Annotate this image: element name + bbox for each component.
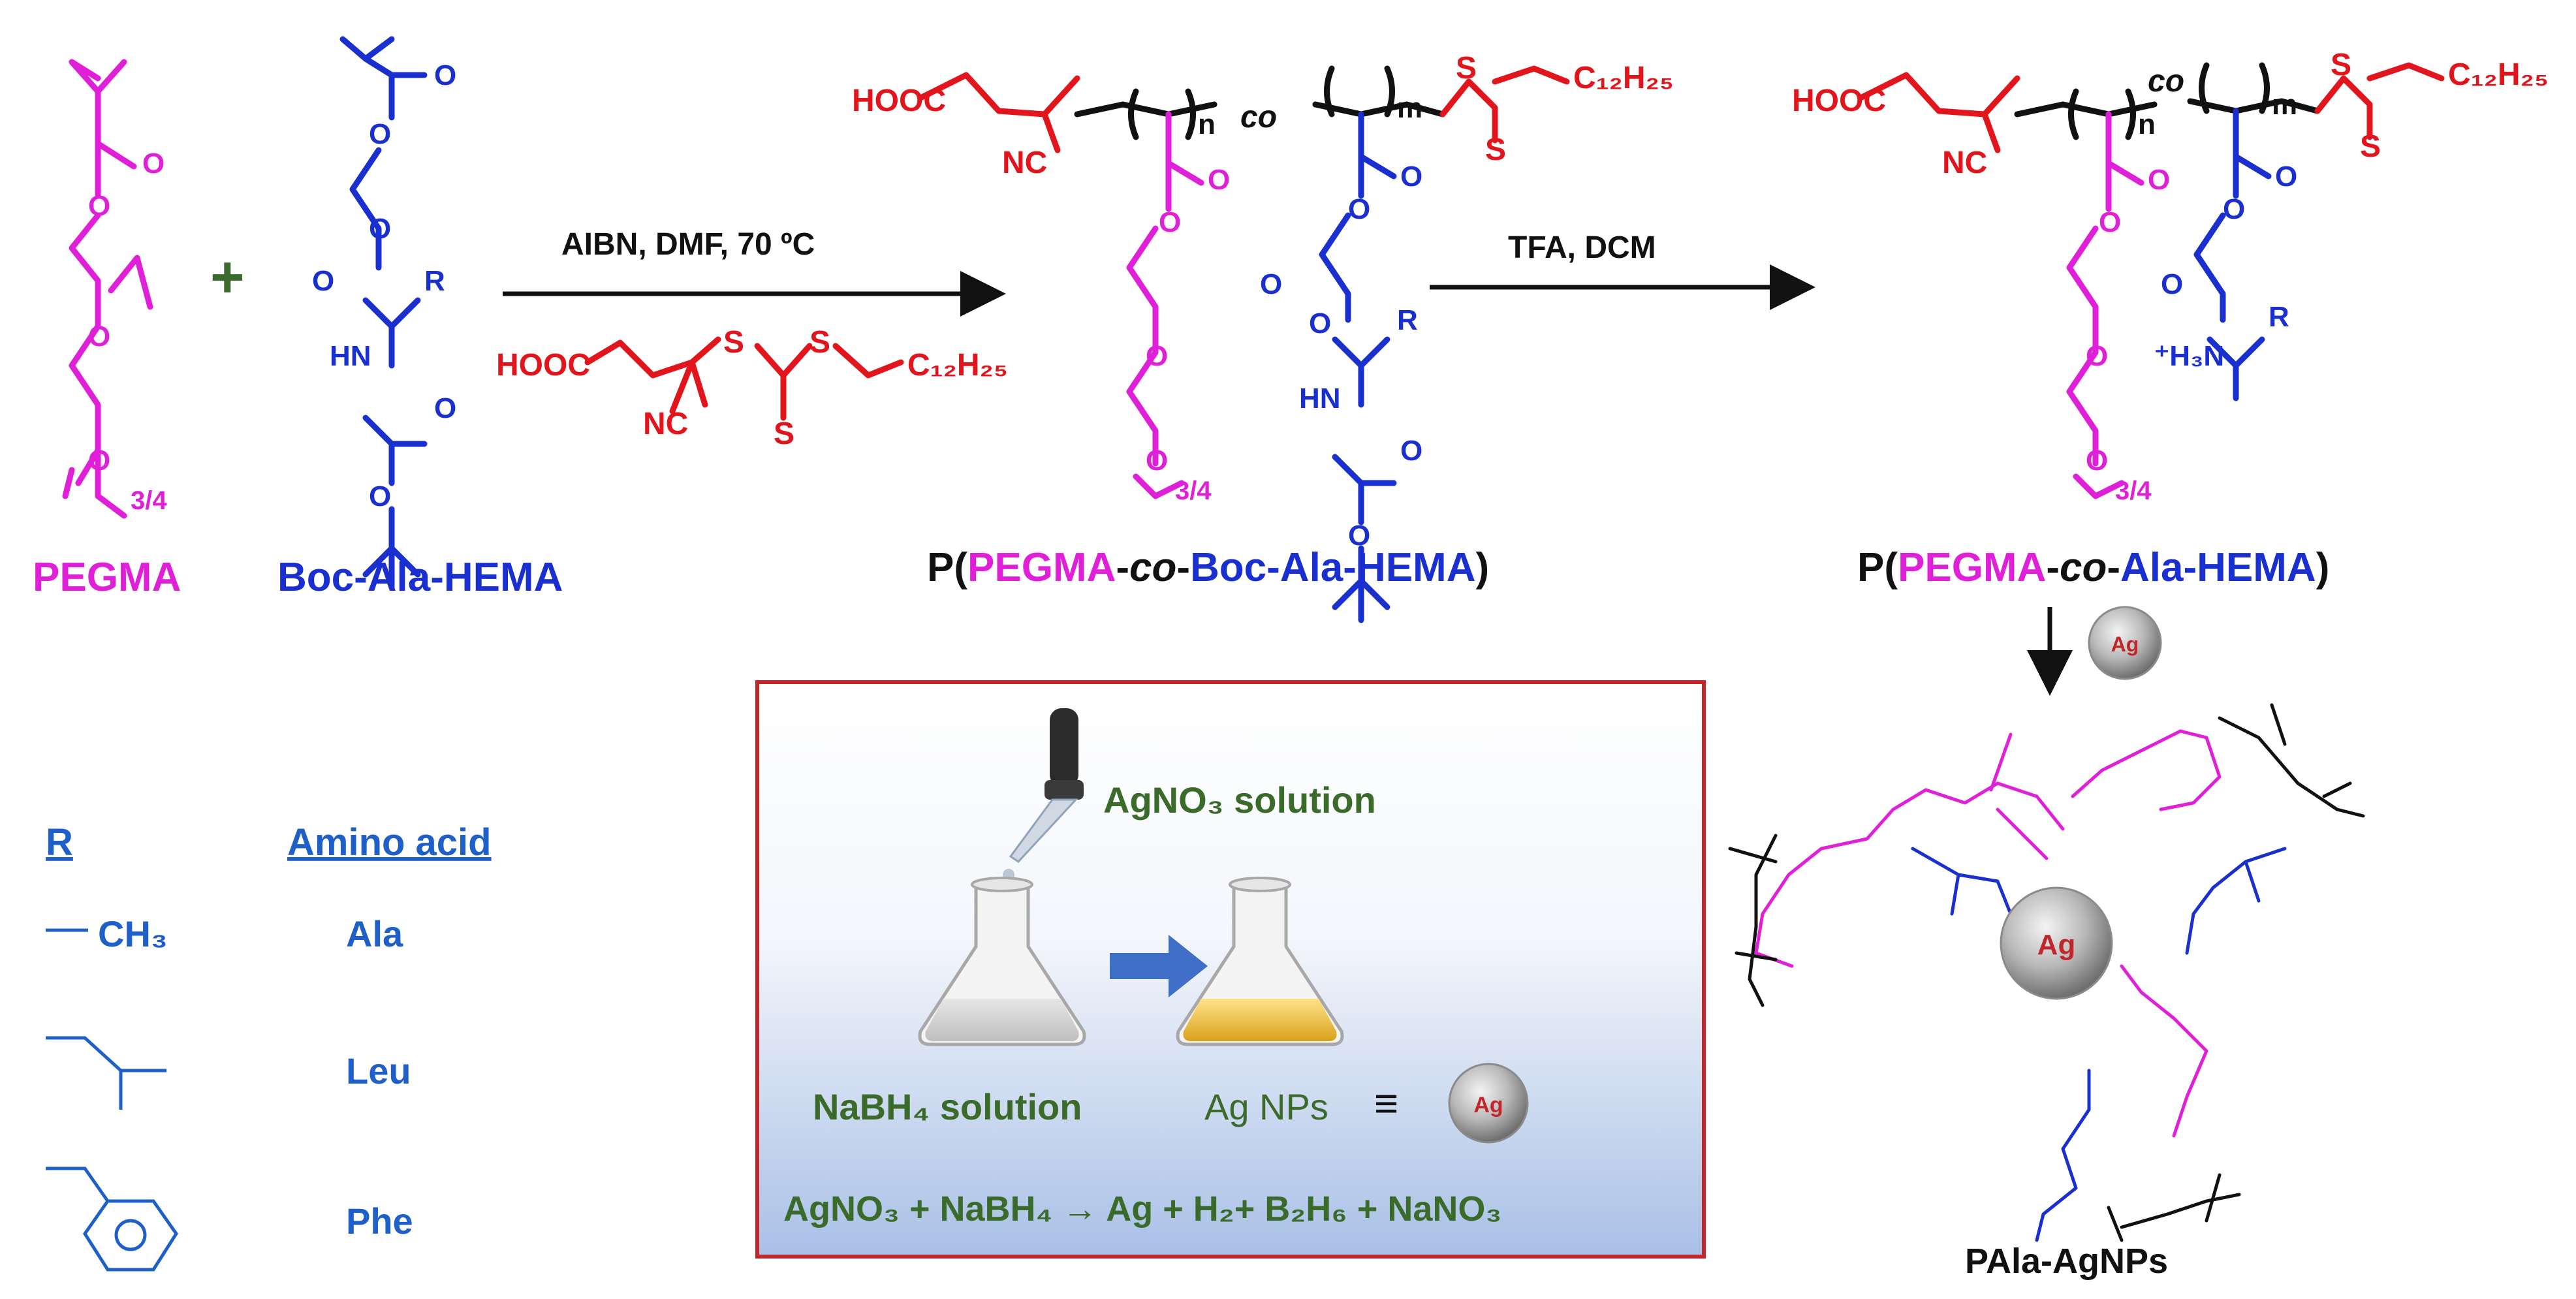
ag-nps-label: Ag NPs [1204,1086,1328,1127]
polymer2-ala-o2: O [2223,193,2245,225]
polymer1-structure [917,65,1570,623]
polymer2-pegma-o4: O [2086,445,2108,477]
polymer1-nc: NC [1002,146,1047,180]
ag-sphere-center-label: Ag [2037,929,2076,961]
pegma-o-ether: O [88,321,110,352]
r-header: R [46,821,73,864]
pegma-o-carbonyl: O [142,148,165,180]
pegma-subscript: 3/4 [131,486,167,515]
pegma-structure [62,59,153,519]
raft-c12h25: C₁₂H₂₅ [907,348,1008,383]
polymer1-pegma-o4: O [1146,445,1168,477]
polymer1-subscript: 3/4 [1175,477,1212,505]
polymer2-pegma-o2: O [2099,206,2121,238]
pegma-label: PEGMA [33,555,181,600]
dropper-icon [1003,708,1084,881]
plus-sign: + [210,245,245,310]
raft-s3: S [774,416,794,451]
ag-sphere-small [2088,606,2162,680]
blue-arrow-icon [1110,935,1208,997]
raft-agent-structure [584,336,904,421]
polymer1-s1: S [1456,51,1477,86]
polymer2-m: m [2272,89,2297,121]
raft-nc: NC [643,407,688,441]
pegma-o-ester: O [88,190,110,222]
boc-o-tbu: O [369,480,391,512]
boc-o-ester-2: O [369,213,391,245]
boc-ala-hema-structure [339,36,428,591]
polymer2-c12h25: C₁₂H₂₅ [2448,57,2549,92]
polymer2-n: n [2138,108,2156,140]
boc-r-group: R [424,265,445,297]
polymer2-s1: S [2331,48,2351,82]
agno3-solution-label: AgNO₃ solution [1103,779,1376,821]
flask-agnps-icon [1176,877,1344,1046]
boc-o-carbamate: O [434,392,456,424]
boc-o-carbonyl: O [434,59,456,91]
polymer1-boc-hn: HN [1299,383,1341,415]
amino-ala: Ala [346,913,403,954]
raft-hooc: HOOC [496,348,590,383]
ag-sphere-small-label: Ag [2111,633,2139,656]
agnp-synthesis-inset: AgNO₃ solution NaBH₄ solution Ag NPs ≡ A… [755,680,1706,1259]
polymer1-m: m [1397,92,1422,124]
polymer1-boc-r: R [1397,304,1418,336]
polymer1-pegma-o2: O [1159,206,1181,238]
polymer1-n: n [1198,108,1216,140]
step1-conditions: AIBN, DMF, 70 ºC [561,227,815,262]
ag-sphere-center [2000,886,2113,1000]
polymer2-subscript: 3/4 [2115,477,2152,505]
polymer1-co: co [1240,100,1277,134]
polymer1-boc-o3: O [1260,268,1282,300]
polymer2-hooc: HOOC [1792,84,1886,118]
flask-nabh4-icon [918,877,1086,1046]
boc-o-amide: O [312,265,334,297]
raft-s1: S [723,325,744,360]
boc-ala-hema-label: Boc-Ala-HEMA [277,555,563,600]
polymer2-ala-r: R [2269,301,2289,333]
r-group-ala: CH₃ [98,913,168,954]
amino-phe: Phe [346,1200,413,1242]
polymer1-boc-o4: O [1309,307,1331,339]
polymer2-nc: NC [1942,146,1987,180]
reduction-equation: AgNO₃ + NaBH₄ → Ag + H₂+ B₂H₆ + NaNO₃ [783,1189,1501,1229]
polymer2-ala-o1: O [2275,161,2297,193]
ag-sphere-inset-label: Ag [1473,1093,1503,1118]
polymer1-boc-o5: O [1400,435,1422,467]
amino-acid-header: Amino acid [287,821,492,864]
boc-o-ester: O [369,118,391,150]
polymer2-co: co [2148,64,2184,99]
isobutyl-skeleton-icon [46,1036,166,1110]
polymer1-boc-o2: O [1348,193,1370,225]
polymer1-boc-o6: O [1348,520,1370,552]
ag-sphere-inset [1448,1063,1529,1144]
polymer2-label: P(PEGMA-co-Ala-HEMA) [1857,545,2329,590]
amino-leu: Leu [346,1050,411,1091]
polymer2-ala-o3: O [2161,268,2183,300]
polymer1-boc-o1: O [1400,161,1422,193]
benzyl-ring-icon [46,1166,179,1272]
equivalence-sign: ≡ [1374,1080,1398,1127]
polymer2-pegma-o3: O [2086,340,2108,372]
nabh4-solution-label: NaBH₄ solution [813,1086,1082,1127]
polymer1-pegma-o1: O [1208,164,1230,196]
polymer1-pegma-o3: O [1146,340,1168,372]
pala-agnps-label: PAla-AgNPs [1965,1242,2168,1281]
polymer2-h3n: ⁺H₃N [2154,340,2224,372]
polymer1-c12h25: C₁₂H₂₅ [1573,61,1674,95]
boc-hn: HN [330,340,371,372]
step2-conditions: TFA, DCM [1508,230,1656,265]
polymer1-s2: S [1485,133,1506,167]
polymer2-pegma-o1: O [2148,164,2170,196]
polymer2-s2: S [2360,129,2381,164]
polymer1-hooc: HOOC [852,84,946,118]
polymer1-label: P(PEGMA-co-Boc-Ala-HEMA) [927,545,1489,590]
pegma-o-terminal: O [88,445,110,477]
raft-s2: S [809,325,830,360]
polymer2-structure [1857,62,2445,499]
